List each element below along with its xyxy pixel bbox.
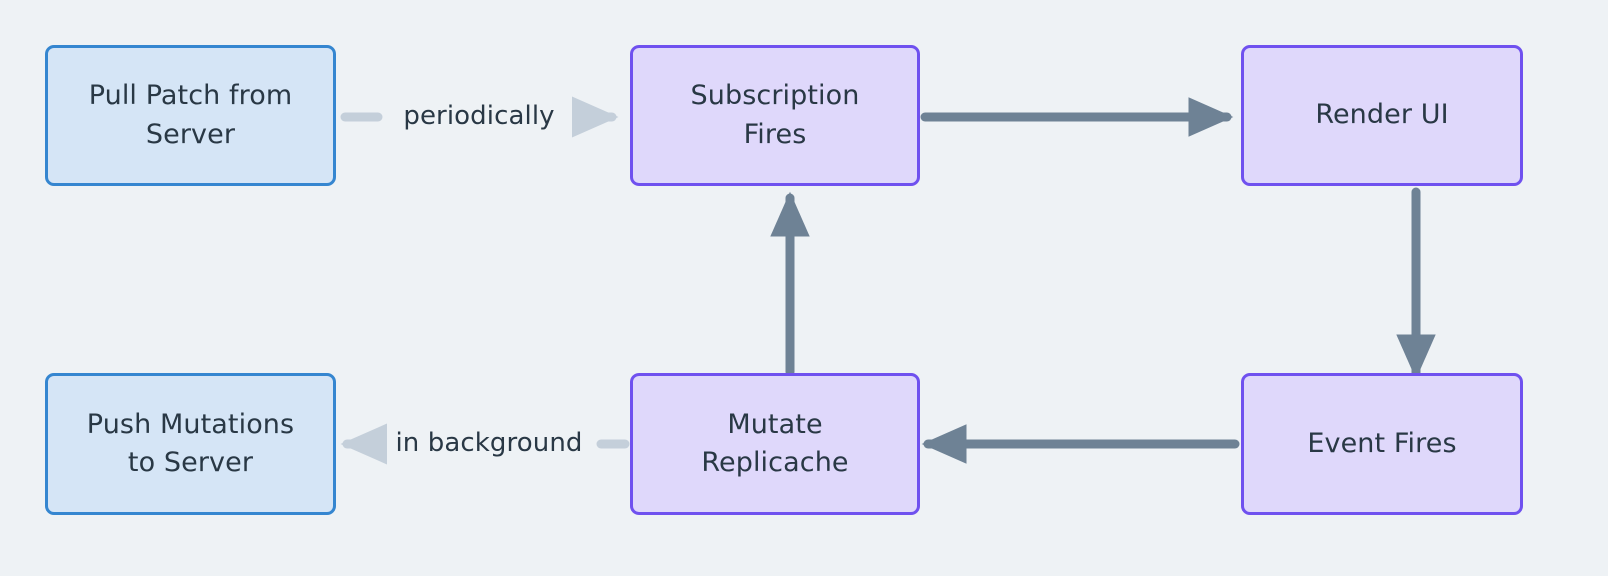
node-event-fires[interactable]: Event Fires — [1241, 373, 1523, 515]
node-render-ui[interactable]: Render UI — [1241, 45, 1523, 186]
edge-label-periodically: periodically — [403, 101, 555, 131]
node-push-mutations[interactable]: Push Mutations to Server — [45, 373, 336, 515]
edge-label-in-background: in background — [395, 428, 583, 458]
node-pull-patch[interactable]: Pull Patch from Server — [45, 45, 336, 186]
node-subscription-fires[interactable]: Subscription Fires — [630, 45, 920, 186]
node-mutate-replicache[interactable]: Mutate Replicache — [630, 373, 920, 515]
